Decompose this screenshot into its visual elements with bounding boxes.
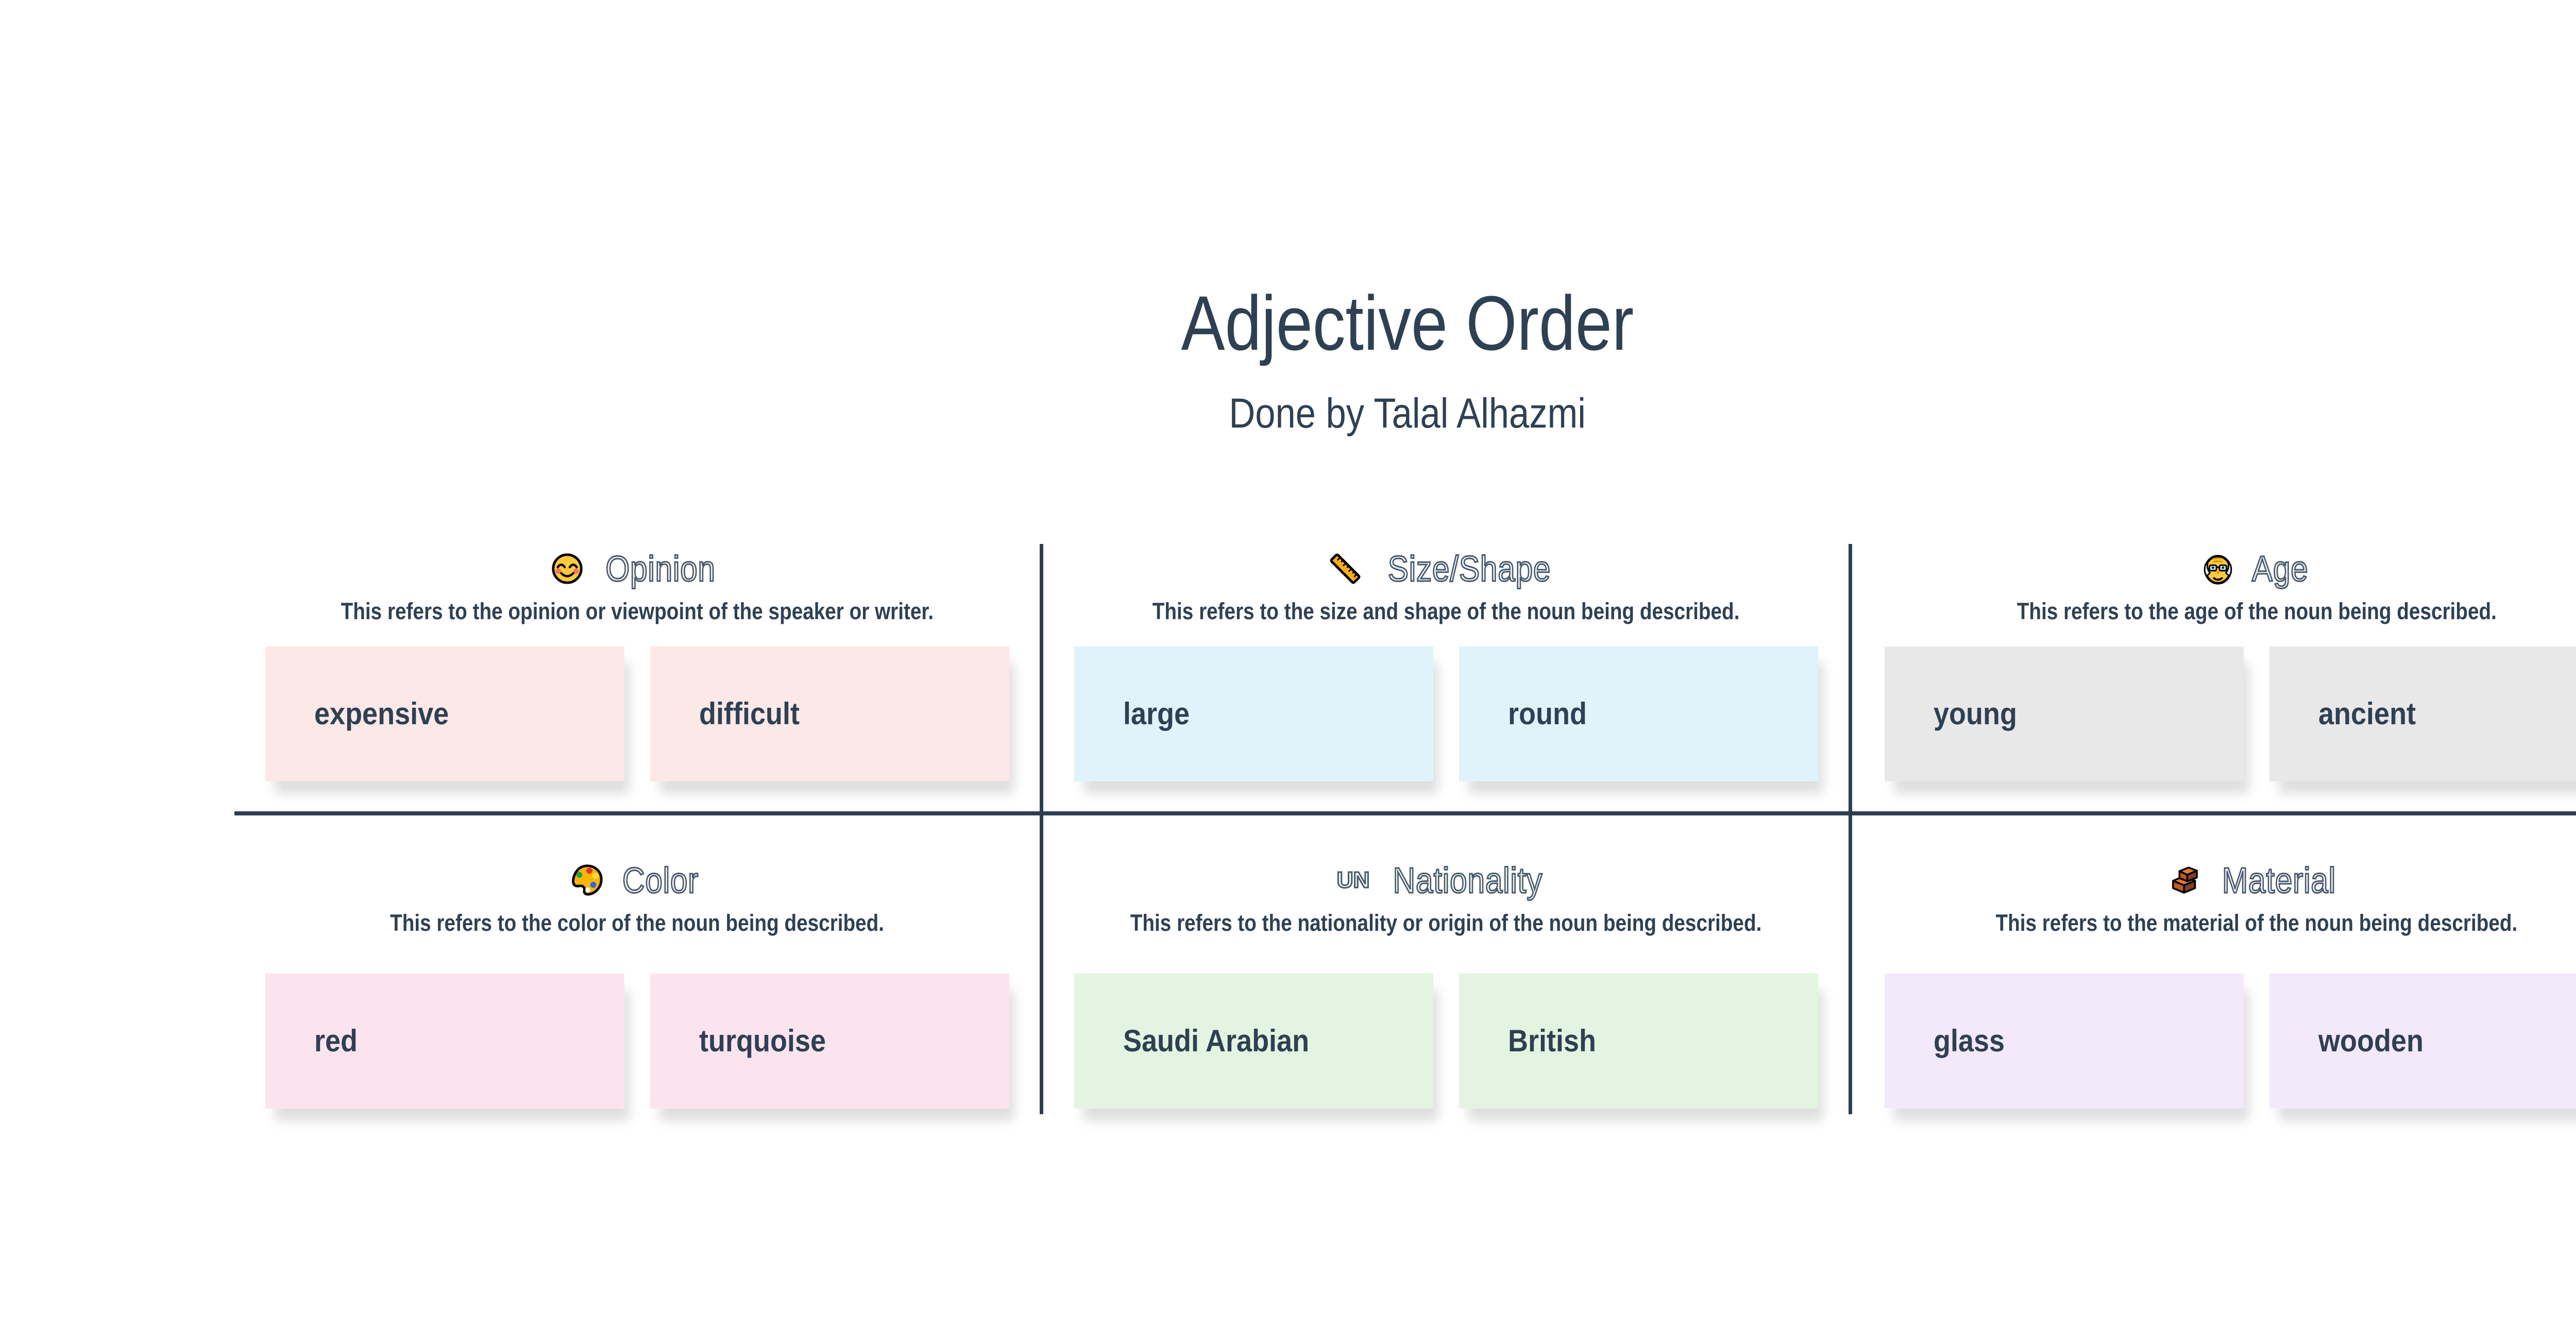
word-card[interactable]: Saudi Arabian <box>1074 973 1433 1109</box>
section-nationality: UN Nationality This refers to the nation… <box>1043 815 1852 1114</box>
un-flag-icon: UN <box>1336 867 1370 893</box>
section-opinion-heading: Opinion <box>244 547 1030 590</box>
card-row: young ancient <box>1861 646 2576 781</box>
word-card[interactable]: glass <box>1885 973 2244 1109</box>
section-description: This refers to the size and shape of the… <box>1152 598 1740 624</box>
page-subtitle: Done by Talal Alhazmi <box>1229 390 1586 437</box>
word-card[interactable]: red <box>265 973 624 1109</box>
word-card[interactable]: wooden <box>2269 973 2576 1109</box>
section-material-heading: Material <box>1861 859 2576 902</box>
category-grid: Opinion This refers to the opinion or vi… <box>234 544 2576 1114</box>
card-row: red turquoise <box>244 973 1030 1109</box>
section-opinion: Opinion This refers to the opinion or vi… <box>234 544 1043 815</box>
brick-icon <box>2168 864 2201 897</box>
word-card[interactable]: turquoise <box>650 973 1009 1109</box>
section-nationality-heading: UN Nationality <box>1053 859 1839 902</box>
smiling-face-icon <box>549 551 585 587</box>
card-row: glass wooden <box>1861 973 2576 1109</box>
section-title: Age <box>2251 549 2309 589</box>
page-title: Adjective Order <box>1181 279 1634 366</box>
section-color: Color This refers to the color of the no… <box>234 815 1043 1114</box>
word-card[interactable]: expensive <box>265 646 624 781</box>
word-card[interactable]: round <box>1459 646 1818 781</box>
card-row: Saudi Arabian British <box>1053 973 1839 1109</box>
old-man-icon <box>2200 551 2236 587</box>
section-size-shape-heading: Size/Shape <box>1053 547 1839 590</box>
section-title: Color <box>622 860 699 900</box>
word-card[interactable]: difficult <box>650 646 1009 781</box>
section-description: This refers to the opinion or viewpoint … <box>341 598 934 624</box>
palette-icon <box>569 862 605 898</box>
word-card[interactable]: British <box>1459 973 1818 1109</box>
section-size-shape: Size/Shape This refers to the size and s… <box>1043 544 1852 815</box>
section-description: This refers to the material of the noun … <box>1995 910 2518 936</box>
section-material: Material This refers to the material of … <box>1852 815 2576 1114</box>
section-title: Opinion <box>605 549 716 589</box>
section-title: Size/Shape <box>1387 549 1551 589</box>
card-row: expensive difficult <box>244 646 1030 781</box>
section-age: Age This refers to the age of the noun b… <box>1852 544 2576 815</box>
section-description: This refers to the nationality or origin… <box>1130 910 1762 936</box>
section-title: Nationality <box>1393 860 1543 900</box>
section-title: Material <box>2221 860 2336 900</box>
card-row: large round <box>1053 646 1839 781</box>
word-card[interactable]: ancient <box>2269 646 2576 781</box>
section-age-heading: Age <box>1861 547 2576 590</box>
section-color-heading: Color <box>244 859 1030 902</box>
ruler-icon <box>1327 551 1363 587</box>
section-description: This refers to the age of the noun being… <box>2016 598 2497 624</box>
word-card[interactable]: young <box>1885 646 2244 781</box>
section-description: This refers to the color of the noun bei… <box>389 910 885 936</box>
word-card[interactable]: large <box>1074 646 1433 781</box>
